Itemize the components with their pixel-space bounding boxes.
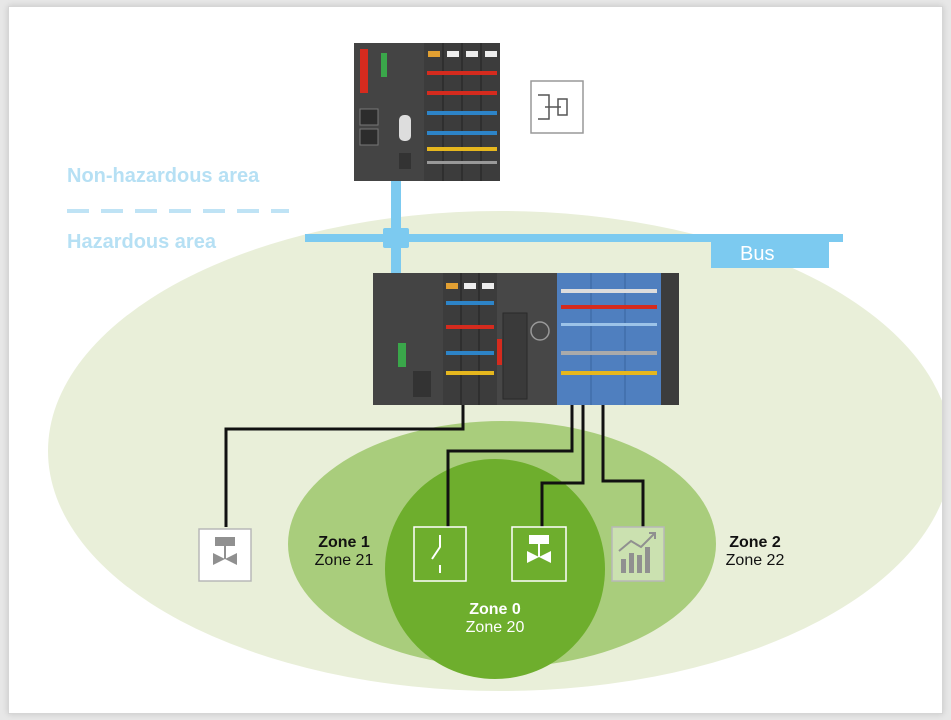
zone0-ellipse — [385, 459, 605, 679]
diagram-canvas: Non-hazardous area Hazardous area Bus Zo… — [8, 6, 943, 714]
switch-icon — [413, 526, 467, 582]
measurement-chart-icon — [611, 526, 665, 582]
zone2-title: Zone 2 — [729, 534, 781, 551]
zone0-subtitle: Zone 20 — [465, 619, 525, 636]
field-cables — [224, 405, 645, 527]
non-hazardous-label: Non-hazardous area — [67, 165, 260, 187]
zone1-label: Zone 1 Zone 21 — [309, 534, 379, 570]
zone2-label: Zone 2 Zone 22 — [720, 534, 790, 570]
zone2-subtitle: Zone 22 — [725, 552, 785, 569]
zone1-subtitle: Zone 21 — [314, 552, 374, 569]
function-block-icon — [530, 80, 584, 134]
zone0-title: Zone 0 — [469, 601, 521, 618]
io-station — [373, 273, 679, 405]
valve-icon — [198, 528, 252, 582]
diagram-graphics — [48, 43, 942, 691]
zone1-title: Zone 1 — [318, 534, 370, 551]
valve-icon-zone0 — [511, 526, 567, 582]
hazardous-label: Hazardous area — [67, 231, 216, 253]
bus-label: Bus — [740, 243, 775, 265]
controller-module — [354, 43, 500, 181]
zone0-label: Zone 0 Zone 20 — [457, 601, 533, 637]
bus-line — [305, 171, 843, 277]
